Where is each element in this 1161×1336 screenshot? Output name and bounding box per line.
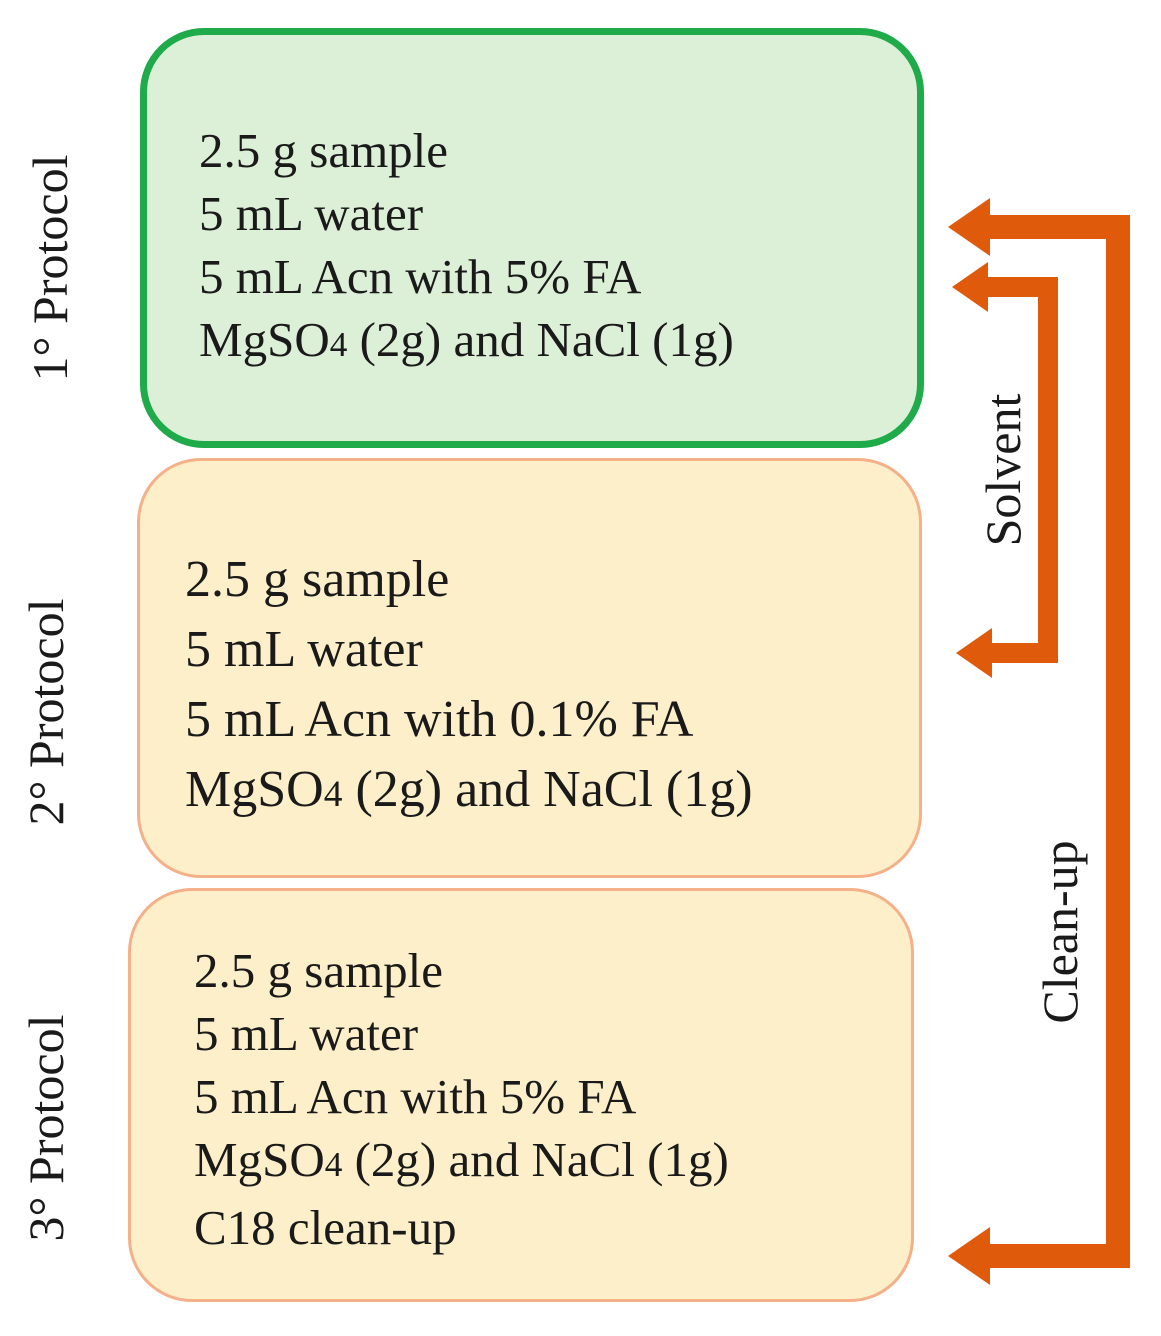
protocol-1-step-water: 5 mL water — [199, 186, 424, 241]
salt-amounts: (2g) and NaCl (1g) — [342, 761, 753, 818]
protocol-1-step-acn: 5 mL Acn with 5% FA — [199, 249, 642, 304]
protocol-3-box: 2.5 g sample 5 mL water 5 mL Acn with 5%… — [128, 888, 914, 1302]
protocol-2-step-salts: MgSO4 (2g) and NaCl (1g) — [185, 755, 753, 830]
protocol-2-step-sample: 2.5 g sample — [185, 551, 450, 608]
cleanup-label: Clean-up — [1032, 840, 1088, 1024]
salt-formula: MgSO — [199, 312, 330, 367]
solvent-arrow — [952, 262, 1058, 678]
protocol-1-step-sample: 2.5 g sample — [199, 123, 449, 178]
protocol-2-steps: 2.5 g sample 5 mL water 5 mL Acn with 0.… — [185, 545, 753, 830]
salt-amounts: (2g) and NaCl (1g) — [347, 312, 734, 367]
salt-formula: MgSO — [185, 761, 324, 818]
protocol-1-box: 2.5 g sample 5 mL water 5 mL Acn with 5%… — [140, 28, 924, 448]
protocol-3-step-sample: 2.5 g sample — [194, 943, 444, 998]
cleanup-arrowhead-top — [948, 198, 990, 256]
salt-formula: MgSO — [194, 1132, 325, 1187]
protocol-3-step-water: 5 mL water — [194, 1006, 419, 1061]
protocol-2-box: 2.5 g sample 5 mL water 5 mL Acn with 0.… — [137, 458, 922, 878]
protocol-1-steps: 2.5 g sample 5 mL water 5 mL Acn with 5%… — [199, 119, 734, 376]
cleanup-arrow — [948, 198, 1130, 1285]
protocol-3-step-salts: MgSO4 (2g) and NaCl (1g) — [194, 1128, 729, 1196]
salt-subscript: 4 — [324, 1145, 343, 1184]
salt-subscript: 4 — [323, 774, 343, 815]
solvent-arrowhead-bottom — [956, 628, 992, 678]
cleanup-arrowhead-bottom — [948, 1227, 990, 1285]
protocol-3-steps: 2.5 g sample 5 mL water 5 mL Acn with 5%… — [194, 939, 729, 1259]
protocol-2-step-acn: 5 mL Acn with 0.1% FA — [185, 691, 694, 748]
protocol-1-step-salts: MgSO4 (2g) and NaCl (1g) — [199, 308, 734, 376]
solvent-label: Solvent — [975, 393, 1031, 547]
protocol-3-step-cleanup: C18 clean-up — [194, 1200, 457, 1255]
salt-amounts: (2g) and NaCl (1g) — [342, 1132, 729, 1187]
protocol-3-step-acn: 5 mL Acn with 5% FA — [194, 1069, 637, 1124]
salt-subscript: 4 — [329, 325, 348, 364]
protocol-2-step-water: 5 mL water — [185, 621, 423, 678]
solvent-arrowhead-top — [952, 262, 988, 312]
